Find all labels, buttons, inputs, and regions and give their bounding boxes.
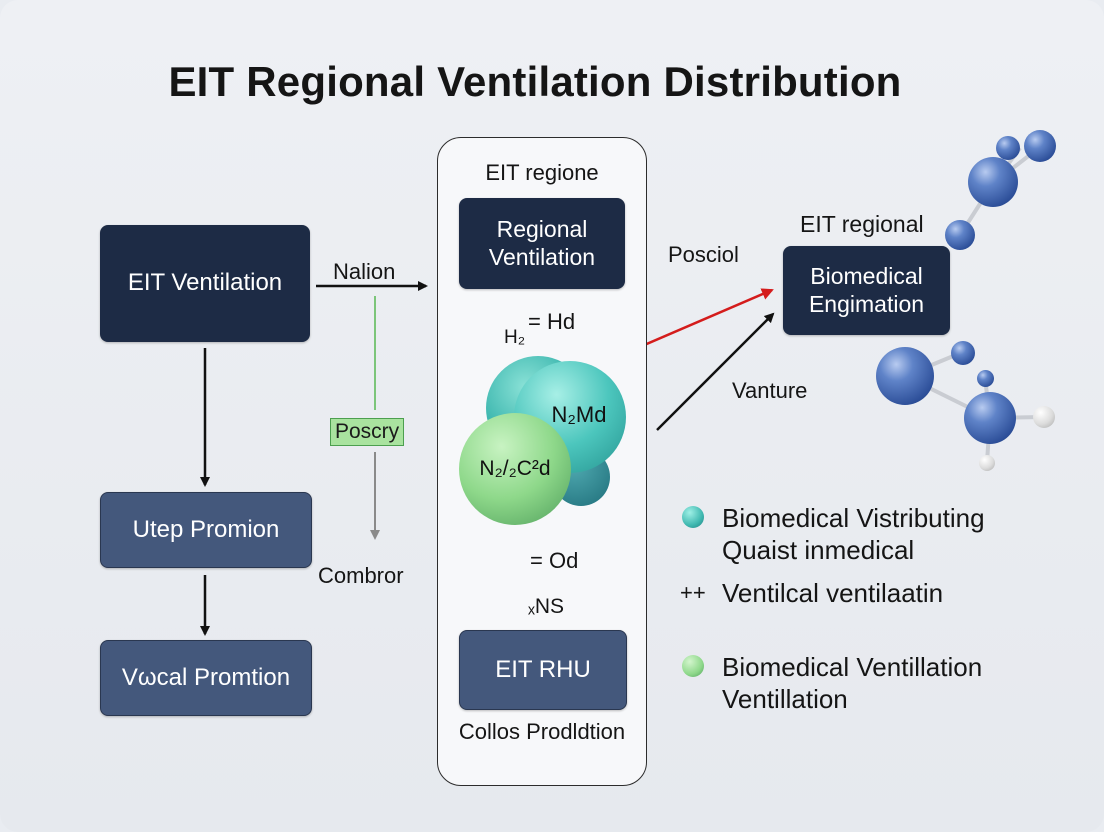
- formula-top: = Hd: [528, 309, 576, 334]
- red-arrow-posciol: [627, 288, 774, 354]
- formula-top-sub: H₂: [504, 327, 526, 348]
- node-eit-ventilation[interactable]: EIT Ventilation: [100, 225, 310, 342]
- molecule-atom-icon: [945, 220, 975, 250]
- label-eit-regional: EIT regional: [800, 211, 924, 237]
- node-eit-ventilation-label: EIT Ventilation: [127, 269, 283, 297]
- node-vocal-promtion-label: Vωcal Promtion: [121, 663, 291, 691]
- legend-item3-line1: Biomedical Ventillation: [722, 652, 983, 682]
- node-utep-promion[interactable]: Utep Promion: [100, 492, 312, 568]
- node-eit-rhu-label: EIT RHU: [495, 655, 591, 683]
- node-regional-ventilation-label: Regional Ventilation: [488, 215, 596, 270]
- sphere-teal-label: N₂Md: [551, 402, 607, 427]
- node-regional-ventilation[interactable]: Regional Ventilation: [459, 198, 625, 289]
- molecule-atom-icon: [968, 157, 1018, 207]
- legend-plus-marker: ++: [680, 580, 706, 605]
- legend-item3-line2: Ventillation: [722, 684, 848, 714]
- tag-poscry: Poscry: [330, 418, 405, 446]
- molecule-atom-icon: [964, 392, 1016, 444]
- label-posciol: Posciol: [668, 242, 739, 267]
- molecule-atom-icon: [977, 370, 994, 387]
- molecule-atom-icon: [951, 341, 975, 365]
- node-biomedical-engimation[interactable]: Biomedical Engimation: [783, 246, 950, 335]
- legend-teal-dot-icon: [682, 506, 704, 528]
- molecule-atom-icon: [996, 136, 1020, 160]
- node-vocal-promtion[interactable]: Vωcal Promtion: [100, 640, 312, 716]
- node-biomedical-engimation-label: Biomedical Engimation: [808, 262, 925, 317]
- molecule-atom-icon: [1033, 406, 1055, 428]
- sphere-green-label: N₂/₂C²d: [479, 457, 551, 480]
- molecule-atom-icon: [979, 455, 995, 471]
- legend-item1-line2: Quaist inmedical: [722, 535, 915, 565]
- legend-green-dot-icon: [682, 655, 704, 677]
- molecule-atom-icon: [1024, 130, 1056, 162]
- label-vanture: Vanture: [732, 378, 808, 403]
- arrow-vanture: [656, 312, 775, 431]
- panel-caption: Collos Prodldtion: [458, 719, 626, 744]
- formula-bottom-sub: ₓNS: [528, 595, 565, 618]
- formula-bottom: = Od: [530, 548, 579, 573]
- sphere-green: N₂/₂C²d: [459, 413, 571, 525]
- node-eit-rhu[interactable]: EIT RHU: [459, 630, 627, 710]
- legend-item1-line1: Biomedical Vistributing: [722, 503, 985, 533]
- molecule-atom-icon: [876, 347, 934, 405]
- panel-heading: EIT regione: [485, 160, 599, 185]
- label-nalion: Nalion: [333, 259, 396, 284]
- diagram-title: EIT Regional Ventilation Distribution: [168, 58, 902, 105]
- legend-item2: Ventilcal ventilaatin: [722, 578, 944, 608]
- node-utep-promion-label: Utep Promion: [132, 515, 280, 543]
- label-combror: Combror: [318, 563, 404, 588]
